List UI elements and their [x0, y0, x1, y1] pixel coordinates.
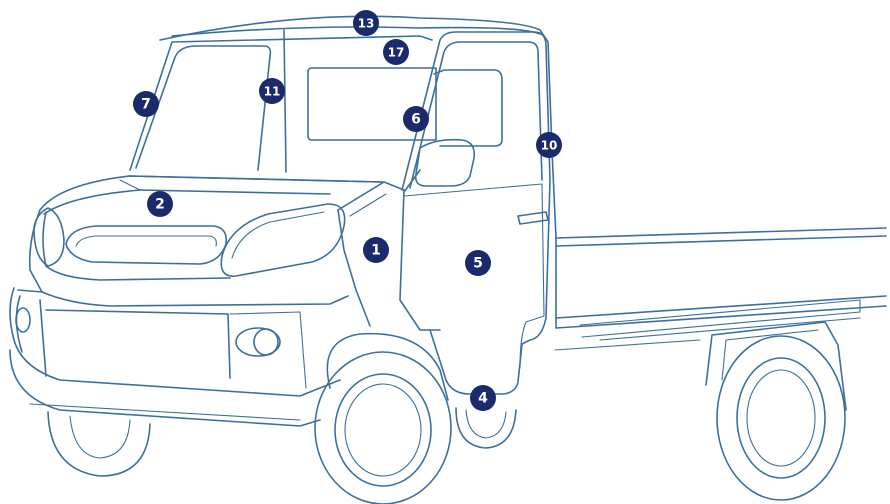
front-fender: [337, 181, 441, 331]
marker-label: 17: [388, 46, 405, 60]
marker-7[interactable]: 7: [133, 91, 159, 117]
marker-label: 7: [141, 97, 151, 113]
marker-circle: [259, 78, 285, 104]
marker-layer: 1 2 4 5 6 7 10 11 13 17: [133, 10, 562, 411]
marker-17[interactable]: 17: [383, 39, 409, 65]
marker-4[interactable]: 4: [470, 385, 496, 411]
door: [401, 31, 551, 395]
marker-circle: [403, 106, 429, 132]
marker-label: 11: [264, 85, 281, 99]
marker-label: 10: [541, 139, 558, 153]
marker-label: 2: [155, 197, 165, 213]
marker-circle: [465, 250, 491, 276]
front-wheels: [47, 332, 517, 504]
marker-6[interactable]: 6: [403, 106, 429, 132]
marker-10[interactable]: 10: [536, 132, 562, 158]
marker-circle: [536, 132, 562, 158]
cargo-bed: [554, 227, 887, 351]
marker-2[interactable]: 2: [147, 191, 173, 217]
marker-circle: [147, 191, 173, 217]
marker-circle: [383, 39, 409, 65]
hood: [39, 175, 383, 215]
front-face: [9, 203, 349, 427]
marker-label: 4: [478, 391, 488, 407]
marker-label: 13: [358, 17, 375, 31]
marker-label: 1: [371, 243, 381, 259]
marker-circle: [363, 237, 389, 263]
rear-wheel: [705, 321, 847, 501]
marker-label: 6: [411, 112, 421, 128]
marker-circle: [133, 91, 159, 117]
marker-circle: [470, 385, 496, 411]
marker-1[interactable]: 1: [363, 237, 389, 263]
marker-13[interactable]: 13: [353, 10, 379, 36]
marker-11[interactable]: 11: [259, 78, 285, 104]
marker-5[interactable]: 5: [465, 250, 491, 276]
cab-body: [159, 15, 557, 239]
marker-circle: [353, 10, 379, 36]
marker-label: 5: [473, 256, 483, 272]
